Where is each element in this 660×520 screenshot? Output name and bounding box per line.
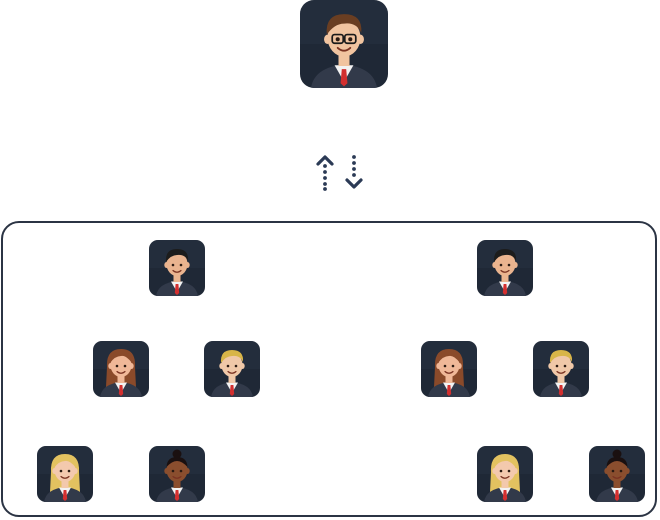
dark-skin-female-avatar-icon	[589, 446, 645, 502]
bidirectional-dotted-arrows-icon	[316, 155, 363, 191]
team-group-frame	[1, 221, 657, 517]
blond-male-avatar-icon	[533, 341, 589, 397]
blonde-female-avatar-icon	[477, 446, 533, 502]
female-avatar-icon	[421, 341, 477, 397]
female-avatar-icon	[93, 341, 149, 397]
dark-skin-female-avatar-icon	[149, 446, 205, 502]
manager-avatar-icon	[300, 0, 388, 88]
blond-male-avatar-icon	[204, 341, 260, 397]
blonde-female-avatar-icon	[37, 446, 93, 502]
team-lead-avatar-icon	[149, 240, 205, 296]
team-lead-avatar-icon	[477, 240, 533, 296]
